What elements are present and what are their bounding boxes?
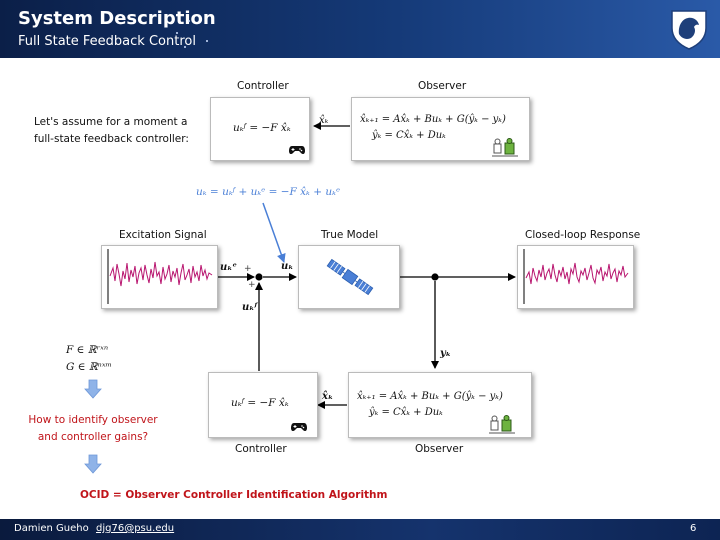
controller-equation: uₖᶠ = −F x̂ₖ bbox=[233, 122, 291, 134]
star-decoration bbox=[206, 40, 208, 42]
observer-output-equation: ŷₖ = Cx̂ₖ + Duₖ bbox=[372, 130, 446, 141]
observer-box: x̂ₖ₊₁ = Ax̂ₖ + Buₖ + G(ŷₖ − yₖ) ŷₖ = Cx̂… bbox=[348, 372, 532, 438]
excitation-signal-plot bbox=[107, 249, 213, 304]
star-decoration bbox=[184, 46, 186, 48]
gamepad-icon bbox=[289, 146, 305, 155]
F-dimension: F ∈ ℝʳˣⁿ bbox=[66, 344, 109, 356]
yk-label: yₖ bbox=[440, 348, 452, 359]
controller-equation: uₖᶠ = −F x̂ₖ bbox=[231, 397, 289, 409]
uk-label: uₖ bbox=[281, 261, 294, 272]
slide-title: System Description bbox=[18, 8, 216, 29]
closed-loop-response-label: Closed-loop Response bbox=[525, 229, 641, 241]
intro-text: Let's assume for a moment a full-state f… bbox=[34, 116, 189, 145]
control-law-equation: uₖ = uₖᶠ + uₖᵉ = −F x̂ₖ + uₖᵉ bbox=[196, 186, 341, 198]
summing-junction bbox=[255, 273, 263, 281]
plus-sign: + bbox=[244, 264, 252, 274]
observer-robots-icon bbox=[489, 415, 515, 434]
xhat-label: x̂ₖ bbox=[322, 391, 334, 402]
highlight-pointer bbox=[262, 202, 286, 263]
slide-subtitle: Full State Feedback Control bbox=[18, 34, 196, 49]
controller-box: uₖᶠ = −F x̂ₖ bbox=[208, 372, 318, 438]
excitation-signal-label: Excitation Signal bbox=[119, 229, 207, 241]
closed-loop-response-box bbox=[517, 245, 634, 309]
excitation-signal-box bbox=[101, 245, 218, 309]
star-decoration bbox=[188, 20, 190, 22]
gains-question: How to identify observer and controller … bbox=[28, 414, 158, 443]
ocid-definition: OCID = Observer Controller Identificatio… bbox=[80, 489, 388, 501]
observer-output-equation: ŷₖ = Cx̂ₖ + Duₖ bbox=[369, 407, 443, 418]
title-bar: System Description Full State Feedback C… bbox=[0, 0, 720, 58]
top-controller-label: Controller bbox=[237, 80, 289, 92]
observer-label: Observer bbox=[415, 443, 464, 455]
down-arrow-icon bbox=[84, 454, 102, 474]
G-dimension: G ∈ ℝⁿˣᵐ bbox=[66, 361, 112, 373]
star-decoration bbox=[176, 32, 178, 34]
top-observer-box: x̂ₖ₊₁ = Ax̂ₖ + Buₖ + G(ŷₖ − yₖ) ŷₖ = Cx̂… bbox=[351, 97, 530, 161]
top-xhat-label: x̂ₖ bbox=[319, 115, 329, 126]
ue-label: uₖᵉ bbox=[220, 262, 237, 273]
top-observer-label: Observer bbox=[418, 80, 467, 92]
controller-label: Controller bbox=[235, 443, 287, 455]
gamepad-icon bbox=[291, 423, 307, 432]
true-model-label: True Model bbox=[321, 229, 379, 241]
observer-state-equation: x̂ₖ₊₁ = Ax̂ₖ + Buₖ + G(ŷₖ − yₖ) bbox=[360, 114, 506, 125]
top-controller-box: uₖᶠ = −F x̂ₖ bbox=[210, 97, 310, 161]
page-number: 6 bbox=[690, 523, 697, 534]
down-arrow-icon bbox=[84, 379, 102, 399]
author-name: Damien Gueho bbox=[14, 523, 89, 534]
observer-robots-icon bbox=[492, 138, 518, 157]
plus-sign: + bbox=[248, 280, 256, 290]
true-model-box bbox=[298, 245, 400, 309]
closed-loop-response-plot bbox=[523, 249, 629, 304]
observer-state-equation: x̂ₖ₊₁ = Ax̂ₖ + Buₖ + G(ŷₖ − yₖ) bbox=[357, 391, 503, 402]
footer-bar: Damien Gueho djg76@psu.edu 6 bbox=[0, 519, 720, 540]
author-email-link[interactable]: djg76@psu.edu bbox=[96, 523, 175, 534]
university-shield-logo bbox=[671, 10, 707, 50]
uf-label: uₖᶠ bbox=[242, 302, 258, 313]
satellite-icon bbox=[326, 258, 374, 296]
branch-point bbox=[431, 273, 439, 281]
